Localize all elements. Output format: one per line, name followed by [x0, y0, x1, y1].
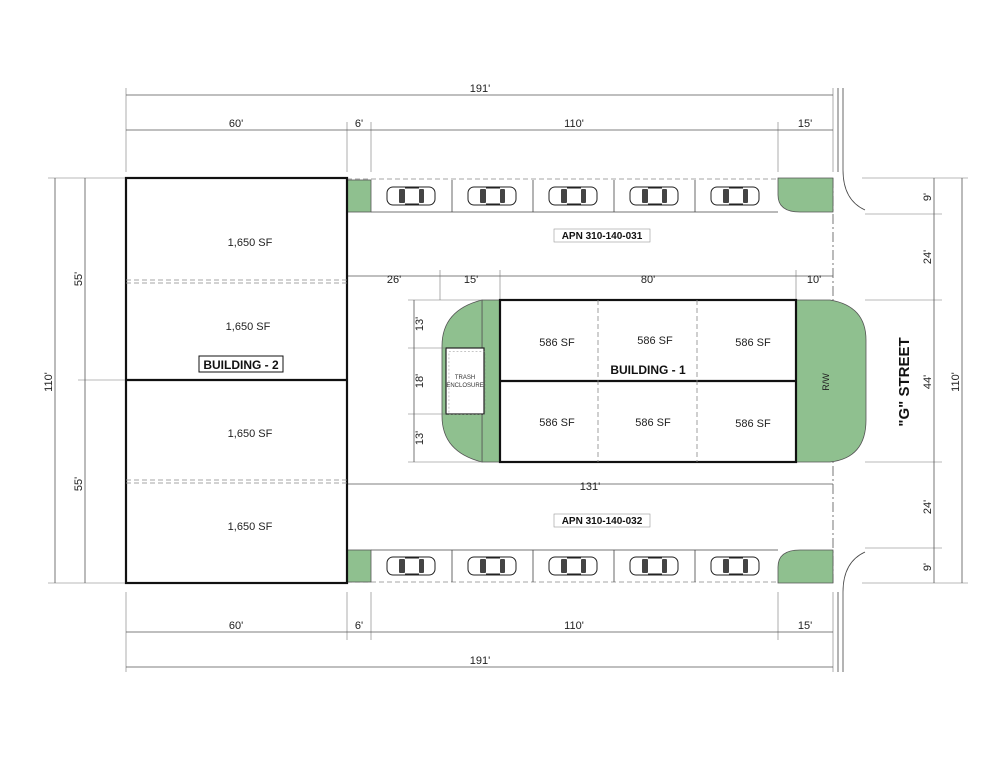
- trash-label-line2: ENCLOSURE: [446, 383, 483, 389]
- building-1: 586 SF 586 SF 586 SF 586 SF 586 SF 586 S…: [498, 298, 798, 464]
- dim-inner-80: 80': [641, 274, 655, 286]
- dim-top-60: 60': [229, 118, 243, 130]
- landscape-se: [777, 549, 834, 584]
- car-icon: [467, 186, 517, 206]
- dim-inner-15: 15': [464, 274, 478, 286]
- bldg2-unit-1: 1,650 SF: [228, 237, 273, 249]
- apn-labels: APN 310-140-031 APN 310-140-032: [553, 228, 651, 528]
- dim-inner-10: 10': [807, 274, 821, 286]
- car-icon: [386, 556, 436, 576]
- dim-right-9-top: 9': [922, 193, 934, 201]
- dim-trash-13-bottom: 13': [414, 431, 426, 445]
- bldg2-unit-2: 1,650 SF: [226, 321, 271, 333]
- apn-south: APN 310-140-032: [562, 516, 643, 527]
- dim-top-6: 6': [355, 118, 363, 130]
- dim-right-24-top: 24': [922, 250, 934, 264]
- car-icon: [548, 186, 598, 206]
- left-dimensions: 110' 55' 55': [43, 177, 126, 584]
- landscape-areas: [346, 177, 867, 584]
- top-dimensions: 191' 60' 6' 110' 15': [125, 83, 834, 172]
- dim-trash-18: 18': [414, 374, 426, 388]
- building-1-label: BUILDING - 1: [610, 363, 686, 377]
- car-icon: [629, 186, 679, 206]
- dim-top-110: 110': [564, 118, 584, 130]
- apn-north: APN 310-140-031: [562, 231, 643, 242]
- building-2: 1,650 SF 1,650 SF 1,650 SF 1,650 SF BUIL…: [124, 176, 349, 585]
- building-2-label: BUILDING - 2: [203, 358, 279, 372]
- trash-enclosure: TRASH ENCLOSURE: [445, 347, 486, 415]
- landscape-ne: [777, 177, 834, 213]
- dim-trash-13-top: 13': [414, 317, 426, 331]
- dim-left-upper: 55': [73, 272, 85, 286]
- dim-right-24-bottom: 24': [922, 500, 934, 514]
- bldg1-unit-top-3: 586 SF: [735, 337, 771, 349]
- dim-top-15: 15': [798, 118, 812, 130]
- right-dimensions: 9' 24' 44' 24' 9' 110': [862, 177, 968, 584]
- landscape-nw: [346, 179, 372, 213]
- dim-right-44: 44': [922, 375, 934, 389]
- bldg2-unit-4: 1,650 SF: [228, 521, 273, 533]
- car-icon: [467, 556, 517, 576]
- bldg1-unit-top-2: 586 SF: [637, 335, 673, 347]
- dim-span-131: 131': [580, 481, 600, 493]
- dim-inner-26: 26': [387, 274, 401, 286]
- car-icon: [629, 556, 679, 576]
- bldg1-unit-bottom-2: 586 SF: [635, 417, 671, 429]
- bldg2-unit-3: 1,650 SF: [228, 428, 273, 440]
- dim-bottom-15: 15': [798, 620, 812, 632]
- landscape-strip-east: [481, 299, 501, 463]
- trash-dimensions: 13' 18' 13': [408, 299, 482, 463]
- car-icon: [710, 556, 760, 576]
- dim-bottom-60: 60': [229, 620, 243, 632]
- dim-bottom-6: 6': [355, 620, 363, 632]
- dim-right-9-bottom: 9': [922, 563, 934, 571]
- trash-label-line1: TRASH: [455, 375, 475, 381]
- street-label: "G" STREET: [896, 337, 913, 426]
- dim-left-total: 110': [43, 372, 55, 392]
- dim-left-lower: 55': [73, 477, 85, 491]
- car-icon: [386, 186, 436, 206]
- landscape-sw: [346, 549, 372, 583]
- bldg1-unit-bottom-1: 586 SF: [539, 417, 575, 429]
- bldg1-unit-bottom-3: 586 SF: [735, 418, 771, 430]
- bottom-dimensions: 60' 6' 110' 15' 191': [125, 592, 834, 672]
- car-icon: [548, 556, 598, 576]
- dim-bottom-110: 110': [564, 620, 584, 632]
- car-icon: [710, 186, 760, 206]
- rw-landscape: [795, 299, 867, 463]
- bldg1-unit-top-1: 586 SF: [539, 337, 575, 349]
- parking-cars: [386, 186, 760, 576]
- rw-label: R/W: [821, 373, 831, 391]
- dim-bottom-total: 191': [470, 655, 490, 667]
- dim-top-total: 191': [470, 83, 490, 95]
- inner-dimension-labels: 26' 15' 80' 10' 131': [387, 274, 821, 493]
- dim-right-total: 110': [950, 372, 962, 392]
